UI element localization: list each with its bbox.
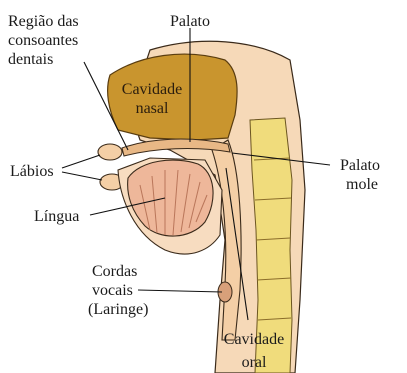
- cavidade-oral-line-2: oral: [214, 353, 294, 372]
- label-palato-mole: Palato mole: [340, 156, 380, 194]
- cordas-line-1: Cordas: [88, 262, 148, 281]
- regiao-line-1: Região das: [8, 12, 79, 31]
- cordas-line-3: (Laringe): [88, 300, 148, 319]
- label-palato: Palato: [170, 12, 210, 31]
- cavidade-nasal-line-1: Cavidade: [114, 80, 190, 99]
- cordas-line-2: vocais: [88, 281, 148, 300]
- label-cavidade-oral: Cavidade oral: [214, 330, 294, 372]
- palato-mole-line-2: mole: [340, 175, 380, 194]
- regiao-line-2: consoantes: [8, 31, 79, 50]
- label-cavidade-nasal: Cavidade nasal: [114, 80, 190, 118]
- label-lingua: Língua: [34, 207, 79, 226]
- cavidade-oral-line-1: Cavidade: [214, 330, 294, 349]
- label-labios: Lábios: [10, 162, 54, 181]
- cavidade-nasal-line-2: nasal: [114, 99, 190, 118]
- label-regiao-consoantes-dentais: Região das consoantes dentais: [8, 12, 79, 69]
- regiao-line-3: dentais: [8, 50, 79, 69]
- upper-lip: [98, 144, 122, 160]
- label-cordas-vocais: Cordas vocais (Laringe): [88, 262, 148, 319]
- palato-mole-line-1: Palato: [340, 156, 380, 175]
